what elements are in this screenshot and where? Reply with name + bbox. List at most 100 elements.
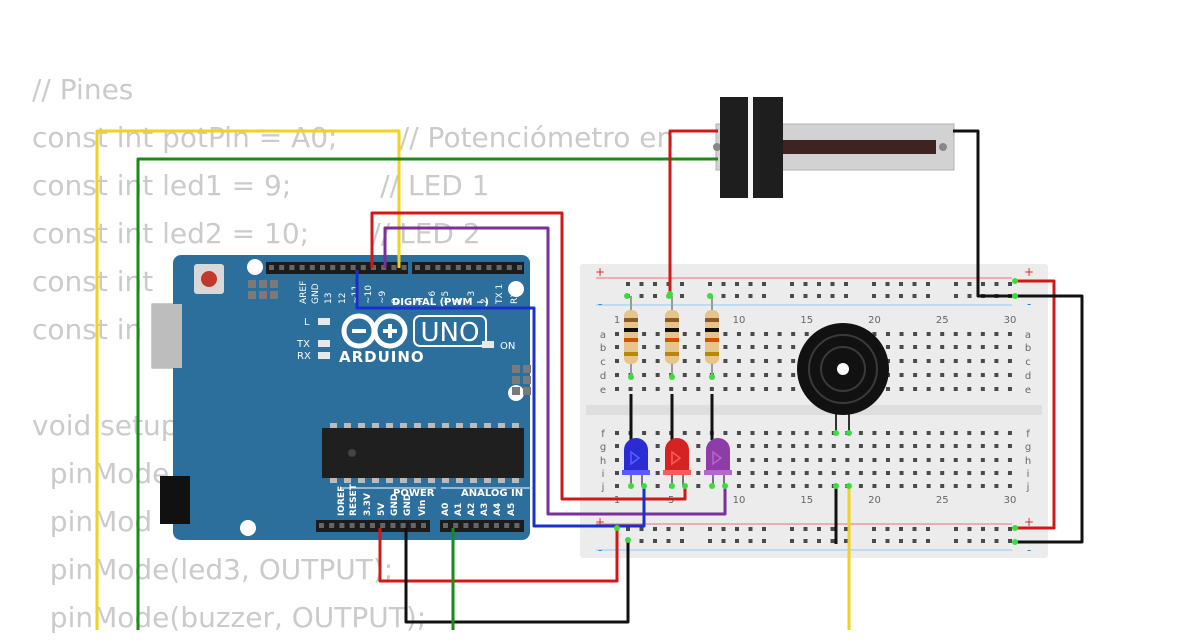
breadboard-hole[interactable] [980,484,985,488]
breadboard-hole[interactable] [736,431,741,435]
breadboard-hole[interactable] [655,387,660,391]
breadboard-hole[interactable] [764,387,769,391]
breadboard-hole[interactable] [940,332,945,336]
breadboard-hole[interactable] [615,332,619,336]
breadboard-hole[interactable] [628,387,633,391]
breadboard-hole[interactable] [980,458,985,462]
pin-hole[interactable] [453,523,459,528]
breadboard-hole[interactable] [872,484,877,488]
rail-hole[interactable] [735,539,739,543]
rail-hole[interactable] [926,539,930,543]
breadboard-hole[interactable] [858,458,863,462]
rail-hole[interactable] [885,294,890,298]
breadboard-hole[interactable] [913,345,918,349]
breadboard-hole[interactable] [980,431,985,435]
breadboard-hole[interactable] [899,359,904,363]
breadboard-hole[interactable] [886,484,890,488]
breadboard-hole[interactable] [791,387,796,391]
rail-hole[interactable] [830,282,835,286]
rail-hole[interactable] [899,539,903,543]
resistor-body[interactable] [705,310,719,364]
breadboard-hole[interactable] [723,359,728,363]
breadboard-hole[interactable] [953,431,958,435]
breadboard-hole[interactable] [926,373,931,377]
breadboard-hole[interactable] [886,387,890,391]
breadboard-hole[interactable] [804,332,809,336]
breadboard-hole[interactable] [642,387,647,391]
pin-hole[interactable] [466,265,471,270]
breadboard-hole[interactable] [994,345,999,349]
breadboard-hole[interactable] [736,373,741,377]
breadboard-hole[interactable] [831,458,836,462]
breadboard-hole[interactable] [886,431,890,435]
breadboard-hole[interactable] [791,471,796,475]
breadboard-hole[interactable] [736,332,741,336]
rail-hole[interactable] [762,282,766,286]
rail-hole[interactable] [639,539,644,543]
breadboard-hole[interactable] [696,387,701,391]
rail-hole[interactable] [1008,539,1012,543]
breadboard-hole[interactable] [804,471,809,475]
breadboard-hole[interactable] [994,332,999,336]
breadboard-hole[interactable] [791,458,796,462]
rail-hole[interactable] [639,294,644,298]
rail-hole[interactable] [872,527,876,531]
breadboard-hole[interactable] [1007,431,1012,435]
breadboard-hole[interactable] [791,373,796,377]
breadboard-hole[interactable] [818,444,823,448]
breadboard-hole[interactable] [953,387,958,391]
breadboard-hole[interactable] [899,444,904,448]
rail-hole[interactable] [981,282,985,286]
breadboard-hole[interactable] [926,458,931,462]
rail-hole[interactable] [981,539,985,543]
pin-hole[interactable] [269,265,274,270]
rail-hole[interactable] [817,294,821,298]
breadboard-hole[interactable] [872,431,877,435]
rail-hole[interactable] [639,527,644,531]
breadboard-hole[interactable] [953,332,958,336]
rail-hole[interactable] [735,294,739,298]
breadboard-hole[interactable] [953,373,958,377]
rail-hole[interactable] [926,527,930,531]
pin-hole[interactable] [309,265,315,270]
breadboard-hole[interactable] [764,332,769,336]
breadboard-hole[interactable] [777,345,782,349]
breadboard-hole[interactable] [953,444,958,448]
rail-hole[interactable] [817,282,821,286]
breadboard-hole[interactable] [967,484,972,488]
pin-hole[interactable] [329,523,335,528]
breadboard-hole[interactable] [926,444,931,448]
digital-header[interactable] [266,262,408,274]
breadboard-hole[interactable] [791,444,796,448]
rail-hole[interactable] [721,527,726,531]
breadboard-hole[interactable] [615,471,619,475]
breadboard-hole[interactable] [899,458,904,462]
breadboard-hole[interactable] [736,484,741,488]
rail-hole[interactable] [653,282,657,286]
pin-hole[interactable] [359,523,365,528]
breadboard-hole[interactable] [682,332,687,336]
breadboard-hole[interactable] [967,471,972,475]
breadboard-hole[interactable] [940,444,945,448]
breadboard-hole[interactable] [615,484,619,488]
breadboard-hole[interactable] [940,359,945,363]
rail-hole[interactable] [844,294,848,298]
breadboard-hole[interactable] [642,345,647,349]
pin-hole[interactable] [330,265,336,270]
breadboard-hole[interactable] [858,484,863,488]
pin-hole[interactable] [496,265,502,270]
breadboard-hole[interactable] [831,471,836,475]
rail-hole[interactable] [967,294,972,298]
breadboard-hole[interactable] [980,373,985,377]
breadboard-hole[interactable] [926,345,931,349]
rail-hole[interactable] [817,527,821,531]
rail-hole[interactable] [790,539,794,543]
rail-hole[interactable] [954,282,958,286]
breadboard-hole[interactable] [953,359,958,363]
breadboard-hole[interactable] [818,484,823,488]
rail-hole[interactable] [967,527,972,531]
rail-hole[interactable] [954,294,958,298]
breadboard-hole[interactable] [940,387,945,391]
rail-hole[interactable] [926,294,930,298]
breadboard-hole[interactable] [1007,373,1012,377]
